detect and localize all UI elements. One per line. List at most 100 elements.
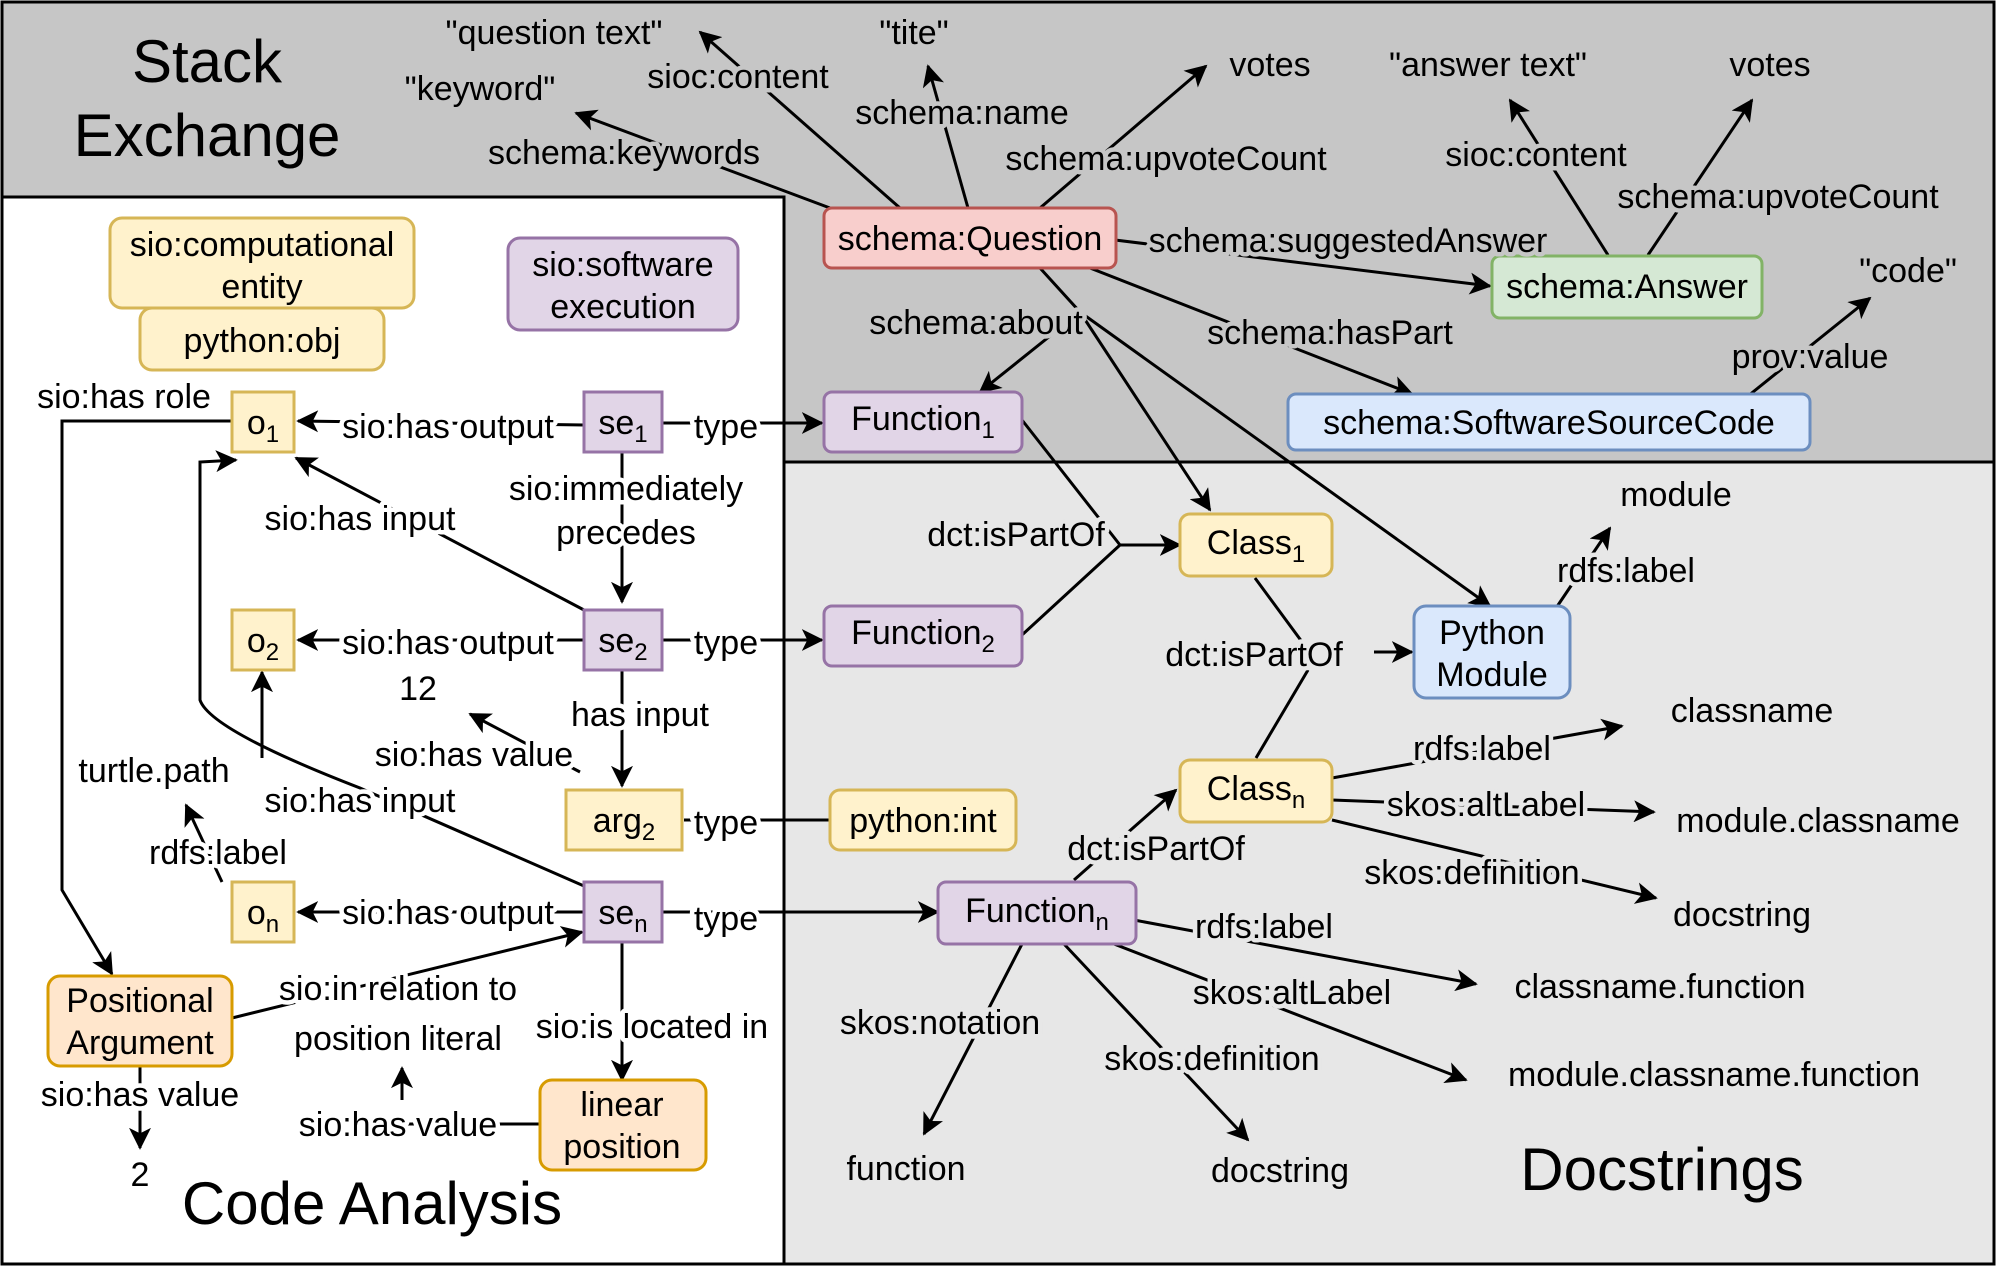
edge-fnn-definition <box>1062 942 1250 1142</box>
literal-classname-function: classname.function <box>1514 968 1805 1006</box>
edge-schema-about-class1 <box>1078 311 1212 512</box>
edge-rdfs-label-on <box>184 803 224 883</box>
edge-schema-about-module <box>1079 310 1492 608</box>
svg-text:python:obj: python:obj <box>184 322 341 360</box>
literals: "question text" "tite" "keyword" votes "… <box>78 14 1959 1194</box>
literal-votes-q: votes <box>1229 46 1310 84</box>
edge-schema-haspart <box>1089 266 1414 397</box>
label-type-1: type <box>694 408 758 446</box>
edge-arg2-value <box>468 712 581 774</box>
literal-twelve: 12 <box>399 670 437 708</box>
edge-sioc-content-q <box>698 30 901 210</box>
label-sioc-content-q: sioc:content <box>647 58 829 96</box>
node-python-obj: python:obj <box>138 306 386 372</box>
svg-text:entity: entity <box>221 268 302 306</box>
node-o2: o2 <box>230 608 296 672</box>
svg-text:Argument: Argument <box>66 1024 214 1062</box>
label-sio-has-input-n: sio:has input <box>265 782 456 820</box>
node-schema-softwaresourcecode: schema:SoftwareSourceCode <box>1286 392 1812 452</box>
svg-text:se1: se1 <box>598 404 647 448</box>
edge-suggested-answer <box>1114 238 1492 295</box>
svg-text:schema:Question: schema:Question <box>838 220 1103 258</box>
label-sio-has-value-lp: sio:has value <box>299 1106 497 1144</box>
label-skos-altlabel-fn: skos:altLabel <box>1193 974 1391 1012</box>
edge-classn-label <box>1331 718 1624 780</box>
label-has-input: has input <box>571 696 710 734</box>
edge-schema-keywords <box>574 109 831 210</box>
label-sio-has-value-pa: sio:has value <box>41 1076 239 1114</box>
edge-question-about <box>1038 266 1082 314</box>
literal-two: 2 <box>131 1156 150 1194</box>
label-in-relation-2: position literal <box>294 1020 502 1058</box>
node-python-int: python:int <box>828 788 1018 852</box>
edge-module-label <box>1550 526 1612 615</box>
svg-text:Class1: Class1 <box>1207 524 1305 568</box>
edge-in-relation-to <box>231 926 584 1020</box>
docstrings-title: Docstrings <box>1520 1136 1803 1203</box>
literal-classname: classname <box>1671 692 1834 730</box>
edge-se1-output <box>296 410 585 433</box>
edge-schema-name <box>922 64 970 209</box>
node-python-module: Python Module <box>1412 604 1572 700</box>
node-sio-software-execution: sio:software execution <box>506 236 740 332</box>
label-sio-has-output-1: sio:has output <box>342 408 554 446</box>
label-schema-suggestedanswer: schema:suggestedAnswer <box>1149 222 1548 260</box>
svg-text:Function2: Function2 <box>851 614 995 658</box>
node-linear-position: linear position <box>538 1078 708 1172</box>
label-immediately-1: sio:immediately <box>509 470 743 508</box>
svg-text:Python: Python <box>1439 614 1545 652</box>
label-schema-about: schema:about <box>869 304 1083 342</box>
literal-tite: "tite" <box>879 14 949 52</box>
svg-text:linear: linear <box>580 1086 663 1124</box>
svg-text:position: position <box>563 1128 680 1166</box>
stack-exchange-title-2: Exchange <box>74 102 341 169</box>
literal-turtle-path: turtle.path <box>78 752 229 790</box>
svg-text:sio:software: sio:software <box>532 246 713 284</box>
label-rdfs-label-on: rdfs:label <box>149 834 287 872</box>
literal-answer-text: "answer text" <box>1389 46 1587 84</box>
label-located-in: sio:is located in <box>536 1008 768 1046</box>
literal-module-classname-function: module.classname.function <box>1508 1056 1920 1094</box>
svg-text:schema:Answer: schema:Answer <box>1506 268 1748 306</box>
label-rdfs-label-class: rdfs:label <box>1413 730 1551 768</box>
svg-text:o2: o2 <box>247 622 279 666</box>
svg-text:se2: se2 <box>598 622 647 666</box>
label-skos-definition-fn: skos:definition <box>1104 1040 1319 1078</box>
node-classn: Classn <box>1178 758 1334 824</box>
literal-question-text: "question text" <box>446 14 663 52</box>
literal-function: function <box>846 1150 965 1188</box>
edge-fnn-notation <box>922 943 1024 1136</box>
literal-docstring-class: docstring <box>1673 896 1811 934</box>
node-sen: sen <box>582 880 664 944</box>
node-arg2: arg2 <box>564 788 684 852</box>
node-se1: se1 <box>582 390 664 454</box>
label-skos-notation: skos:notation <box>840 1004 1040 1042</box>
edge-upvote-q <box>1039 64 1208 210</box>
label-dct-ispartof-3: dct:isPartOf <box>1067 830 1245 868</box>
stack-exchange-title-1: Stack <box>132 28 283 95</box>
label-sio-has-output-n: sio:has output <box>342 894 554 932</box>
literal-code: "code" <box>1859 252 1957 290</box>
edge-classn-partof <box>1254 669 1310 759</box>
literal-docstring-function: docstring <box>1211 1152 1349 1190</box>
node-class1: Class1 <box>1178 512 1334 578</box>
edge-fnn-partof <box>1073 788 1178 882</box>
label-type-2: type <box>694 624 758 662</box>
label-dct-ispartof-2: dct:isPartOf <box>1165 636 1343 674</box>
label-rdfs-label-module: rdfs:label <box>1557 552 1695 590</box>
svg-text:Classn: Classn <box>1207 770 1305 814</box>
edge-class1-partof <box>1253 577 1310 651</box>
edge-fnn-altlabel <box>1113 942 1468 1083</box>
edge-has-role <box>60 419 232 976</box>
svg-text:on: on <box>247 894 279 938</box>
label-schema-upvotecount-q: schema:upvoteCount <box>1005 140 1327 178</box>
label-skos-altlabel-class: skos:altLabel <box>1387 786 1585 824</box>
edge-sioc-content-a <box>1508 98 1610 256</box>
node-positional-argument: Positional Argument <box>46 974 234 1068</box>
node-se2: se2 <box>582 608 664 672</box>
literal-module: module <box>1620 476 1732 514</box>
label-prov-value: prov:value <box>1732 338 1889 376</box>
nodes: sio:computational entity python:obj sio:… <box>46 206 1812 1172</box>
label-schema-haspart: schema:hasPart <box>1207 314 1453 352</box>
